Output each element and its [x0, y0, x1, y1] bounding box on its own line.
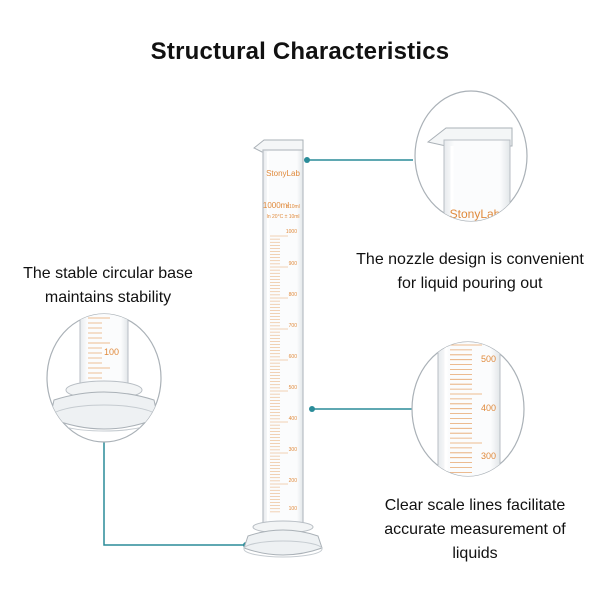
base-caption-line: maintains stability [44, 289, 172, 306]
scale-caption-line: Clear scale lines facilitate [384, 497, 566, 514]
scale-detail-label: 300 [481, 451, 496, 461]
cylinder-scale-label: 800 [289, 292, 298, 298]
scale-caption: Clear scale lines facilitate accurate me… [355, 494, 595, 566]
cylinder-scale-ticks [270, 235, 288, 513]
nozzle-caption-line: for liquid pouring out [397, 275, 543, 292]
base-caption-line: The stable circular base [23, 265, 193, 282]
nozzle-detail-brand: StonyLab [450, 207, 501, 221]
cylinder-base [243, 529, 323, 556]
cylinder-scale-label: 700 [289, 323, 298, 329]
connector-base [103, 442, 244, 546]
cylinder-scale-label: 400 [289, 416, 298, 422]
nozzle-caption-line: The nozzle design is convenient [356, 251, 584, 268]
cylinder-scale-labels: 900 800 700 600 500 400 300 200 100 [289, 261, 298, 512]
scale-caption-line: liquids [452, 545, 498, 562]
nozzle-caption: The nozzle design is convenient for liqu… [340, 248, 600, 296]
cylinder-scale-label: 100 [289, 506, 298, 512]
cylinder-scale-label: 600 [289, 354, 298, 360]
cylinder-scale-label: 200 [289, 478, 298, 484]
cylinder-scale-label: 900 [289, 261, 298, 267]
cylinder-spout [253, 139, 304, 153]
cylinder-scale-label: 300 [289, 447, 298, 453]
base-detail-scale-label: 100 [104, 347, 119, 357]
scale-detail-label: 500 [481, 354, 496, 364]
cylinder-tolerance: ±10ml [286, 204, 300, 210]
cylinder-brand: StonyLab [266, 169, 300, 178]
graduated-cylinder: StonyLab 1000ml ±10ml In 20°C ± 10ml 100… [243, 139, 323, 558]
cylinder-temp: In 20°C ± 10ml [266, 214, 299, 220]
page-title: Structural Characteristics [150, 38, 450, 65]
cylinder-scale-label: 500 [289, 385, 298, 391]
nozzle-detail-callout: StonyLab [414, 90, 528, 222]
scale-detail-label: 400 [481, 403, 496, 413]
cylinder-scale-top: 1000 [286, 229, 297, 235]
scale-detail-callout: 500 400 300 [411, 341, 525, 477]
base-caption: The stable circular base maintains stabi… [8, 262, 208, 310]
connector-dot-scale [309, 406, 315, 412]
base-detail-callout: 100 [46, 313, 162, 443]
cylinder-capacity: 1000ml [263, 201, 289, 210]
connector-dot-nozzle [304, 157, 310, 163]
cylinder-body [262, 149, 304, 526]
scale-caption-line: accurate measurement of [384, 521, 566, 538]
